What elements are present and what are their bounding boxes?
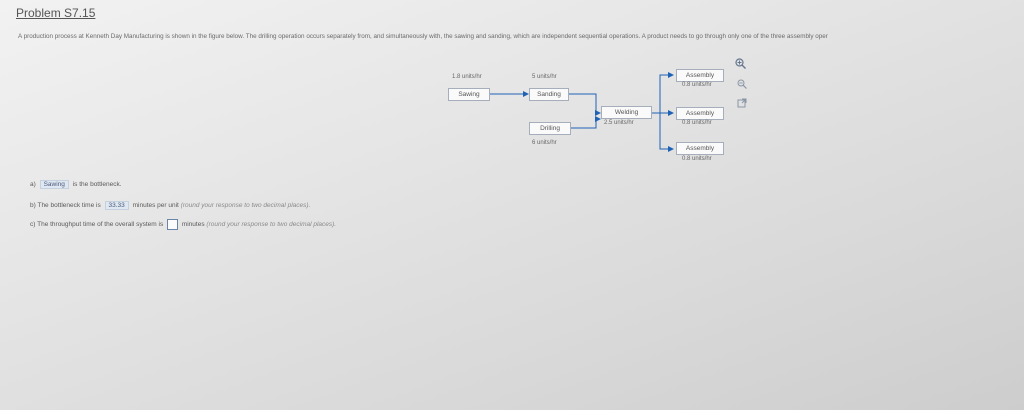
assembly-2-rate: 0.8 units/hr [682,120,712,126]
welding-box: Welding [601,106,652,119]
welding-rate: 2.5 units/hr [604,120,634,126]
arrow-welding-to-assembly-3 [659,113,674,152]
drilling-rate: 6 units/hr [532,140,557,146]
assembly-1-rate: 0.8 units/hr [682,82,712,88]
question-b: b) The bottleneck time is 33.33 minutes … [30,201,310,210]
sawing-box: Sawing [448,88,490,101]
question-a-prefix: a) [30,181,36,188]
assembly-3-rate: 0.8 units/hr [682,156,712,162]
question-b-suffix: minutes per unit [132,202,179,209]
arrow-drilling-to-welding [570,116,601,129]
question-c-suffix: minutes [181,221,205,229]
zoom-out-icon[interactable] [737,79,747,89]
problem-intro-text: A production process at Kenneth Day Manu… [18,33,828,40]
popout-icon[interactable] [737,98,747,108]
drilling-box: Drilling [529,122,571,135]
question-b-hint: (round your response to two decimal plac… [180,202,311,209]
arrow-welding-to-assembly-1 [651,72,674,114]
assembly-3-box: Assembly [676,142,724,155]
question-a-suffix: is the bottleneck. [72,181,122,188]
sanding-box: Sanding [529,88,569,101]
arrow-sanding-to-welding [568,93,601,116]
throughput-time-input[interactable] [167,219,179,230]
question-c-prefix: c) The throughput time of the overall sy… [30,221,164,229]
question-c-hint: (round your response to two decimal plac… [206,221,337,229]
sanding-rate: 5 units/hr [532,74,557,80]
question-a-answer[interactable]: Sawing [39,180,69,189]
assembly-1-box: Assembly [676,69,724,82]
question-c: c) The throughput time of the overall sy… [30,219,336,230]
question-b-answer[interactable]: 33.33 [104,201,129,210]
zoom-in-icon[interactable] [735,58,746,69]
assembly-2-box: Assembly [676,107,724,120]
question-a: a) Sawing is the bottleneck. [30,180,122,189]
sawing-rate: 1.8 units/hr [452,74,482,80]
page-title: Problem S7.15 [16,6,96,20]
question-b-prefix: b) The bottleneck time is [30,202,101,209]
